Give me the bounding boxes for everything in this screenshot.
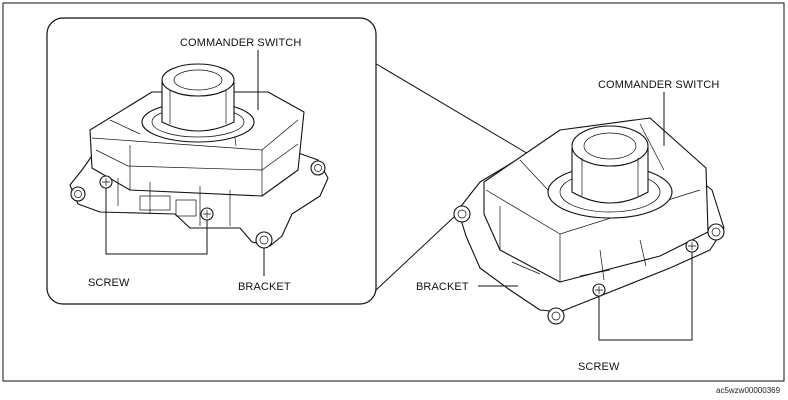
inset-bracket-label: BRACKET [238,281,291,293]
inset-screw-label: SCREW [88,277,130,289]
main-screw-label: SCREW [578,361,620,373]
reference-code: ac5wzw00000369 [716,386,781,395]
inset-commander-switch-drawing [69,63,329,249]
main-commander-switch-drawing [453,117,725,325]
main-bracket-label: BRACKET [416,281,469,293]
main-commander-switch-label: COMMANDER SWITCH [598,79,719,91]
main-leaders [478,92,693,341]
inset-leaders [105,50,265,276]
inset-commander-switch-label: COMMANDER SWITCH [180,37,301,49]
outer-frame [2,2,785,382]
